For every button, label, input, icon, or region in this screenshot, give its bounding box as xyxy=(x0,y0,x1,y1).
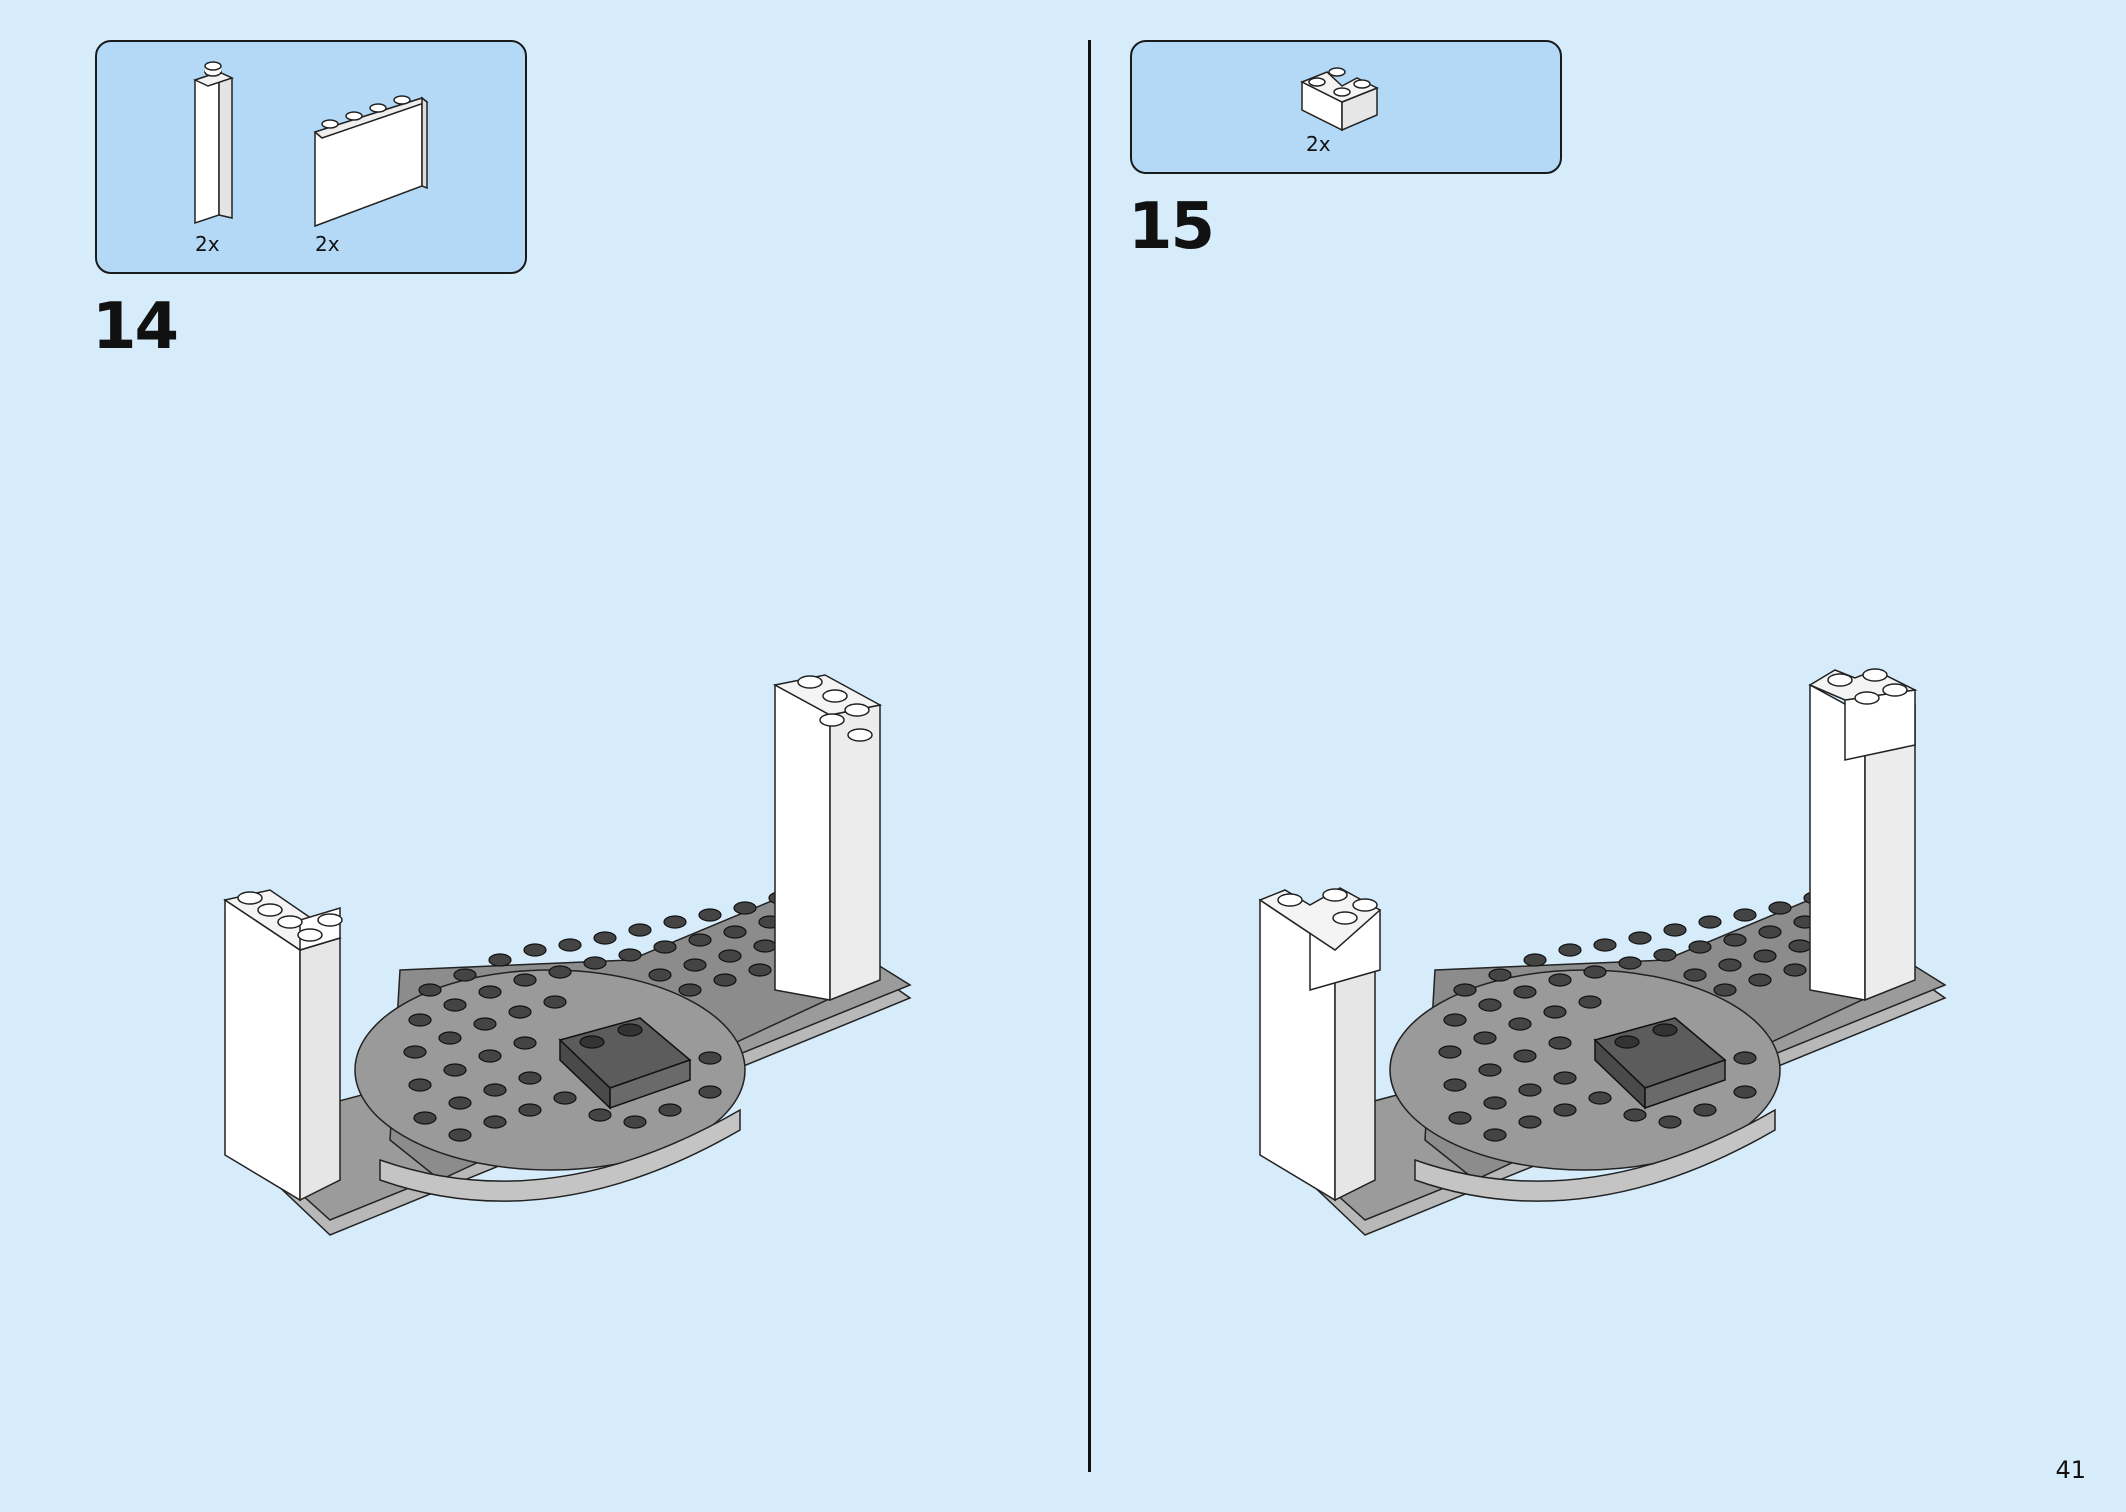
page-number: 41 xyxy=(2055,1456,2086,1484)
model-illustration-step-15 xyxy=(1258,668,1947,1236)
step-number: 14 xyxy=(92,290,179,364)
part-qty: 2x xyxy=(1306,132,1331,156)
part-qty: 2x xyxy=(315,232,340,256)
brick-1x1x5-icon xyxy=(192,61,235,225)
parts-callout-step-14: 2x 2x xyxy=(95,40,527,274)
parts-callout-step-15: 2x xyxy=(1130,40,1562,174)
panel-1x4x3-icon xyxy=(313,95,429,228)
page-divider xyxy=(1088,40,1091,1472)
part-qty: 2x xyxy=(195,232,220,256)
brick-2x2-corner-icon xyxy=(1300,67,1379,132)
step-number: 15 xyxy=(1128,190,1215,264)
model-illustration-step-14 xyxy=(223,674,912,1236)
